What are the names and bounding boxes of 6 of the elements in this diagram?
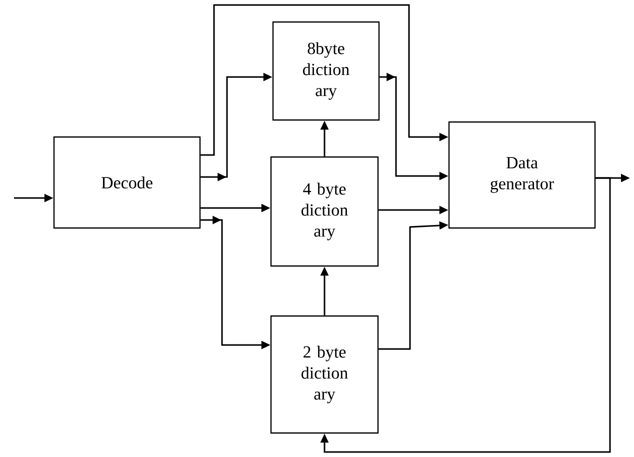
block-box: Decode xyxy=(53,136,201,229)
block-box: 4 byte diction ary xyxy=(270,156,379,267)
block-box: 8byte diction ary xyxy=(272,21,380,121)
arrow xyxy=(320,177,611,453)
block-box: 2 byte diction ary xyxy=(270,315,379,434)
block-box: Data generator xyxy=(448,121,596,229)
